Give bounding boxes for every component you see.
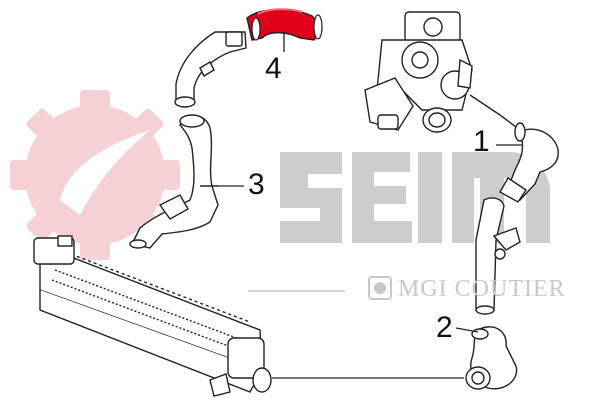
turbocharger: [364, 11, 525, 134]
callout-1: 1: [473, 125, 490, 158]
hose-4: [246, 8, 323, 41]
callout-leaders: [217, 32, 522, 333]
mgi-logo-icon: [368, 276, 392, 300]
callout-4: 4: [265, 52, 282, 85]
hose-2: [465, 326, 518, 390]
hose-1: [499, 122, 559, 203]
callout-2: 2: [436, 311, 453, 344]
watermark-subtitle: MGI COUTIER: [398, 276, 566, 302]
intercooler: [33, 235, 272, 397]
upper-charge-pipe: [174, 31, 247, 108]
callout-3: 3: [248, 168, 265, 201]
right-charge-pipe: [475, 197, 521, 315]
hose-3: [129, 114, 219, 249]
